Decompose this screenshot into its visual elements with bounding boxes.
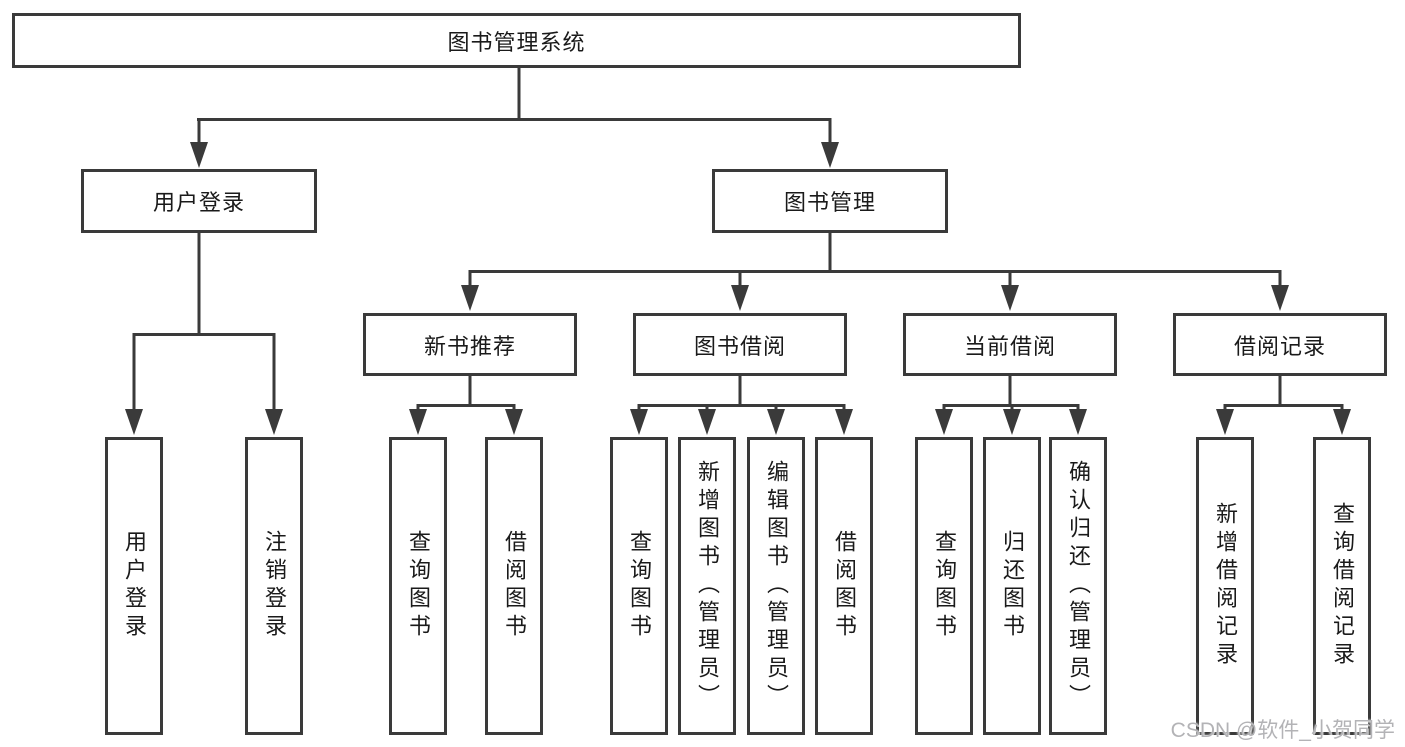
leaf-query-borrow-record-label: 查询借阅记录 — [1330, 502, 1355, 670]
leaf-query-book-3-label: 查询图书 — [932, 530, 957, 642]
arrowhead-icon — [630, 409, 648, 435]
leaf-edit-book-admin-label: 编辑图书（管理员） — [764, 460, 789, 712]
leaf-logout: 注销登录 — [245, 437, 303, 735]
arrowhead-icon — [1069, 409, 1087, 435]
node-borrow-record-label: 借阅记录 — [1233, 333, 1326, 359]
leaf-query-borrow-record: 查询借阅记录 — [1313, 437, 1371, 735]
node-book-mgmt-label: 图书管理 — [783, 190, 876, 215]
leaf-user-login: 用户登录 — [105, 437, 163, 735]
node-user-login: 用户登录 — [81, 169, 317, 233]
arrowhead-icon — [409, 409, 427, 435]
arrowhead-icon — [505, 409, 523, 435]
leaf-add-book-admin-label: 新增图书（管理员） — [695, 460, 720, 712]
leaf-return-book: 归还图书 — [983, 437, 1041, 735]
connector-user-login-split — [125, 233, 283, 435]
arrowhead-icon — [1333, 409, 1351, 435]
node-new-book-rec-label: 新书推荐 — [423, 333, 516, 359]
connector-book-mgmt-split — [461, 233, 1289, 311]
leaf-borrow-book-1: 借阅图书 — [485, 437, 543, 735]
arrowhead-icon — [1003, 409, 1021, 435]
leaf-query-book-3: 查询图书 — [915, 437, 973, 735]
arrowhead-icon — [190, 142, 208, 168]
arrowhead-icon — [835, 409, 853, 435]
leaf-user-login-label: 用户登录 — [122, 530, 147, 642]
leaf-logout-label: 注销登录 — [262, 530, 287, 642]
arrowhead-icon — [461, 285, 479, 311]
leaf-add-borrow-record-label: 新增借阅记录 — [1213, 502, 1238, 670]
node-book-borrow: 图书借阅 — [633, 313, 847, 376]
leaf-edit-book-admin: 编辑图书（管理员） — [747, 437, 805, 735]
node-current-borrow-label: 当前借阅 — [963, 333, 1056, 359]
arrowhead-icon — [265, 409, 283, 435]
arrowhead-icon — [1216, 409, 1234, 435]
leaf-query-book-2-label: 查询图书 — [627, 530, 652, 642]
node-root-label: 图书管理系统 — [447, 29, 586, 55]
leaf-query-book-2: 查询图书 — [610, 437, 668, 735]
arrowhead-icon — [1271, 285, 1289, 311]
node-book-borrow-label: 图书借阅 — [693, 333, 786, 359]
connector-book-borrow-split — [630, 376, 853, 435]
connector-borrow-record-split — [1216, 376, 1351, 435]
connector-current-borrow-split — [935, 376, 1087, 435]
leaf-borrow-book-2-label: 借阅图书 — [832, 530, 857, 642]
node-user-login-label: 用户登录 — [152, 190, 245, 215]
leaf-borrow-book-2: 借阅图书 — [815, 437, 873, 735]
node-current-borrow: 当前借阅 — [903, 313, 1117, 376]
node-book-mgmt: 图书管理 — [712, 169, 948, 233]
leaf-query-book-1: 查询图书 — [389, 437, 447, 735]
node-new-book-rec: 新书推荐 — [363, 313, 577, 376]
leaf-borrow-book-1-label: 借阅图书 — [502, 530, 527, 642]
leaf-confirm-return-admin-label: 确认归还（管理员） — [1066, 460, 1091, 712]
arrowhead-icon — [767, 409, 785, 435]
node-borrow-record: 借阅记录 — [1173, 313, 1387, 376]
leaf-query-book-1-label: 查询图书 — [406, 530, 431, 642]
connector-root-split — [190, 68, 839, 168]
node-root: 图书管理系统 — [12, 13, 1021, 68]
arrowhead-icon — [698, 409, 716, 435]
connector-new-book-rec-split — [409, 376, 523, 435]
arrowhead-icon — [821, 142, 839, 168]
leaf-add-borrow-record: 新增借阅记录 — [1196, 437, 1254, 735]
arrowhead-icon — [1001, 285, 1019, 311]
leaf-add-book-admin: 新增图书（管理员） — [678, 437, 736, 735]
leaf-return-book-label: 归还图书 — [1000, 530, 1025, 642]
arrowhead-icon — [935, 409, 953, 435]
leaf-confirm-return-admin: 确认归还（管理员） — [1049, 437, 1107, 735]
arrowhead-icon — [731, 285, 749, 311]
arrowhead-icon — [125, 409, 143, 435]
csdn-watermark: CSDN @软件_小贺同学 — [1170, 719, 1395, 742]
